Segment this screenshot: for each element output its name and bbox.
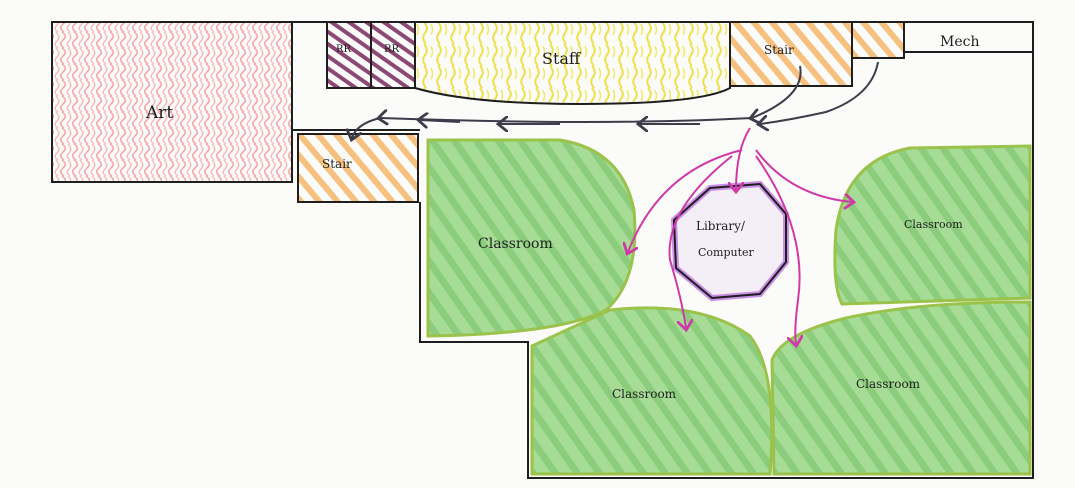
branch-circulation-arrows [628,127,852,344]
mech-room: Mech [903,22,1033,58]
classroom-bottom-right-label: Classroom [856,377,921,391]
restroom-2: RR [370,21,416,89]
main-circulation-arrows [352,61,879,138]
library-label-line2: Computer [698,246,755,259]
library-label-line1: Library/ [696,219,746,233]
art-room-label: Art [145,103,173,123]
staff-room: Staff [414,21,731,106]
classroom-left-label: Classroom [478,236,553,252]
stair-left-label: Stair [322,157,352,171]
stair-top: Stair [729,21,853,87]
library-computer: Library/ Computer [670,180,789,302]
classroom-bottom-right: Classroom [770,300,1032,476]
staff-room-label: Staff [542,49,582,68]
wing-outer-wall [419,148,1034,479]
classroom-bottom-left: Classroom [530,306,774,476]
stair-left: Stair [297,133,419,203]
classroom-left: Classroom [426,138,637,338]
restroom-2-label: RR [384,44,400,55]
stair-top-landing [851,21,905,59]
restroom-1: RR [326,21,372,89]
corridor-wall [291,88,420,131]
classroom-right: Classroom [833,144,1032,306]
classroom-bottom-left-label: Classroom [612,387,677,401]
restroom-1-label: RR [336,44,352,55]
classroom-right-label: Classroom [904,218,963,231]
stair-top-label: Stair [764,43,794,57]
mech-room-label: Mech [940,34,979,50]
art-room: Art [51,21,293,183]
